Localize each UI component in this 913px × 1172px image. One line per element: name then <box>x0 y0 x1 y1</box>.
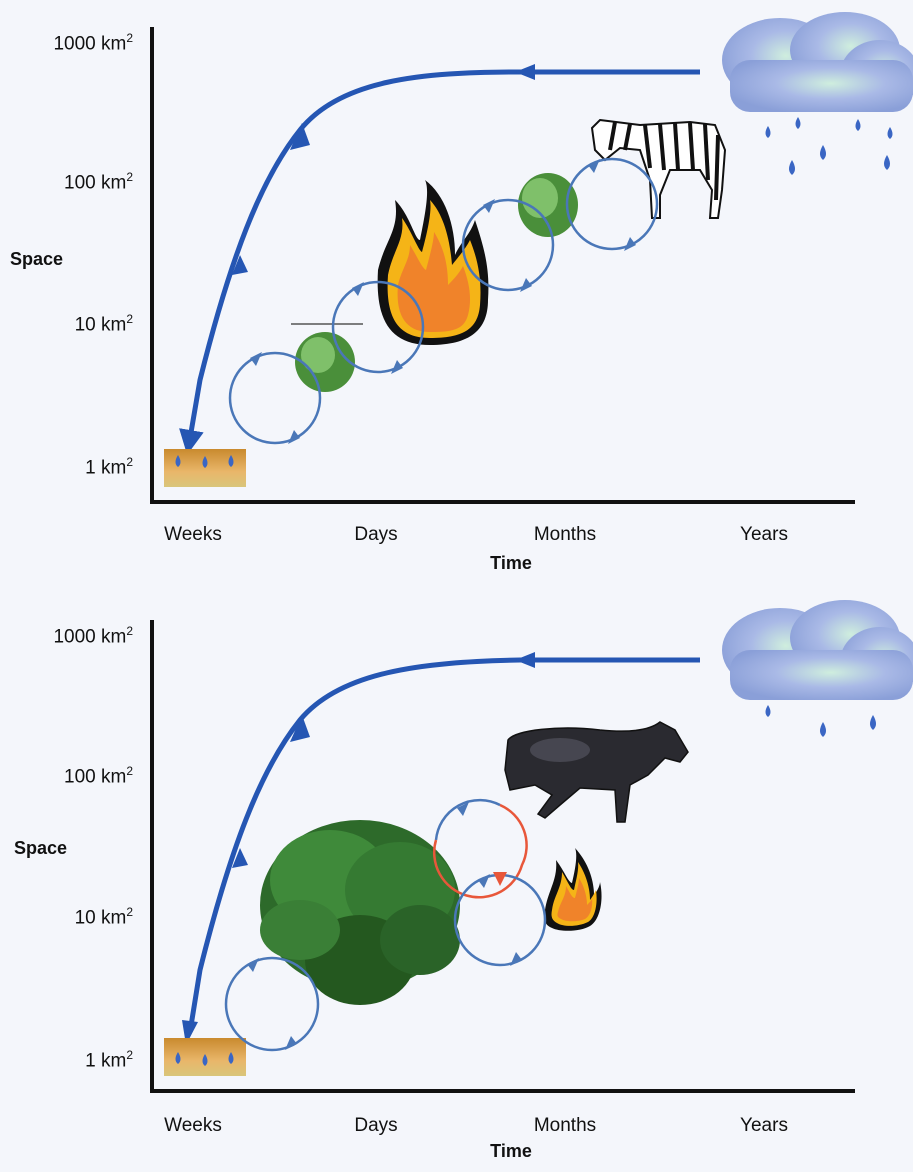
y-axis-title: Space <box>14 838 68 858</box>
panel-top-graphic <box>150 12 913 504</box>
x-tick-weeks: Weeks <box>164 1115 222 1136</box>
cycle-arrowheads <box>250 159 636 444</box>
y-tick-10: 10 km2 <box>74 905 133 929</box>
rain-cloud-icon <box>722 600 913 737</box>
x-tick-months: Months <box>533 1115 597 1136</box>
x-tick-days: Days <box>354 1115 398 1136</box>
y-tick-1: 1 km2 <box>85 455 133 479</box>
diagram-panel-top: 1000 km2 100 km2 10 km2 1 km2 Space Week… <box>0 0 913 582</box>
rain-cloud-icon <box>722 12 913 175</box>
y-tick-1: 1 km2 <box>85 1048 133 1072</box>
axes <box>150 27 855 504</box>
zebra-icon <box>590 118 727 219</box>
x-tick-years: Years <box>740 1115 788 1136</box>
y-tick-100: 100 km2 <box>64 764 133 788</box>
tree-icon <box>260 820 460 1005</box>
feedback-cycles <box>224 798 547 1052</box>
flow-arrow-head <box>515 64 535 80</box>
x-tick-days: Days <box>354 524 398 545</box>
soil-water-icon <box>164 449 246 487</box>
y-axis-title: Space <box>10 249 64 269</box>
cow-icon <box>504 721 689 823</box>
flow-arrow <box>187 657 700 1033</box>
x-axis-title: Time <box>490 553 532 573</box>
y-tick-10: 10 km2 <box>74 312 133 336</box>
fire-icon <box>544 848 602 931</box>
x-tick-years: Years <box>740 524 788 545</box>
diagram-panel-bottom: 1000 km2 100 km2 10 km2 1 km2 Space Week… <box>0 590 913 1172</box>
x-tick-weeks: Weeks <box>164 524 222 545</box>
fire-icon <box>377 180 489 345</box>
soil-water-icon <box>164 1038 246 1076</box>
grass-tuft-icon <box>291 173 578 392</box>
axes <box>150 620 855 1093</box>
panel-bottom-graphic <box>150 600 913 1093</box>
cycle-arrowheads <box>247 802 522 1050</box>
feedback-cycles <box>228 157 659 445</box>
x-axis-title: Time <box>490 1141 532 1161</box>
x-tick-months: Months <box>533 524 597 545</box>
y-tick-100: 100 km2 <box>64 170 133 194</box>
y-tick-1000: 1000 km2 <box>53 31 133 55</box>
y-tick-1000: 1000 km2 <box>53 624 133 648</box>
